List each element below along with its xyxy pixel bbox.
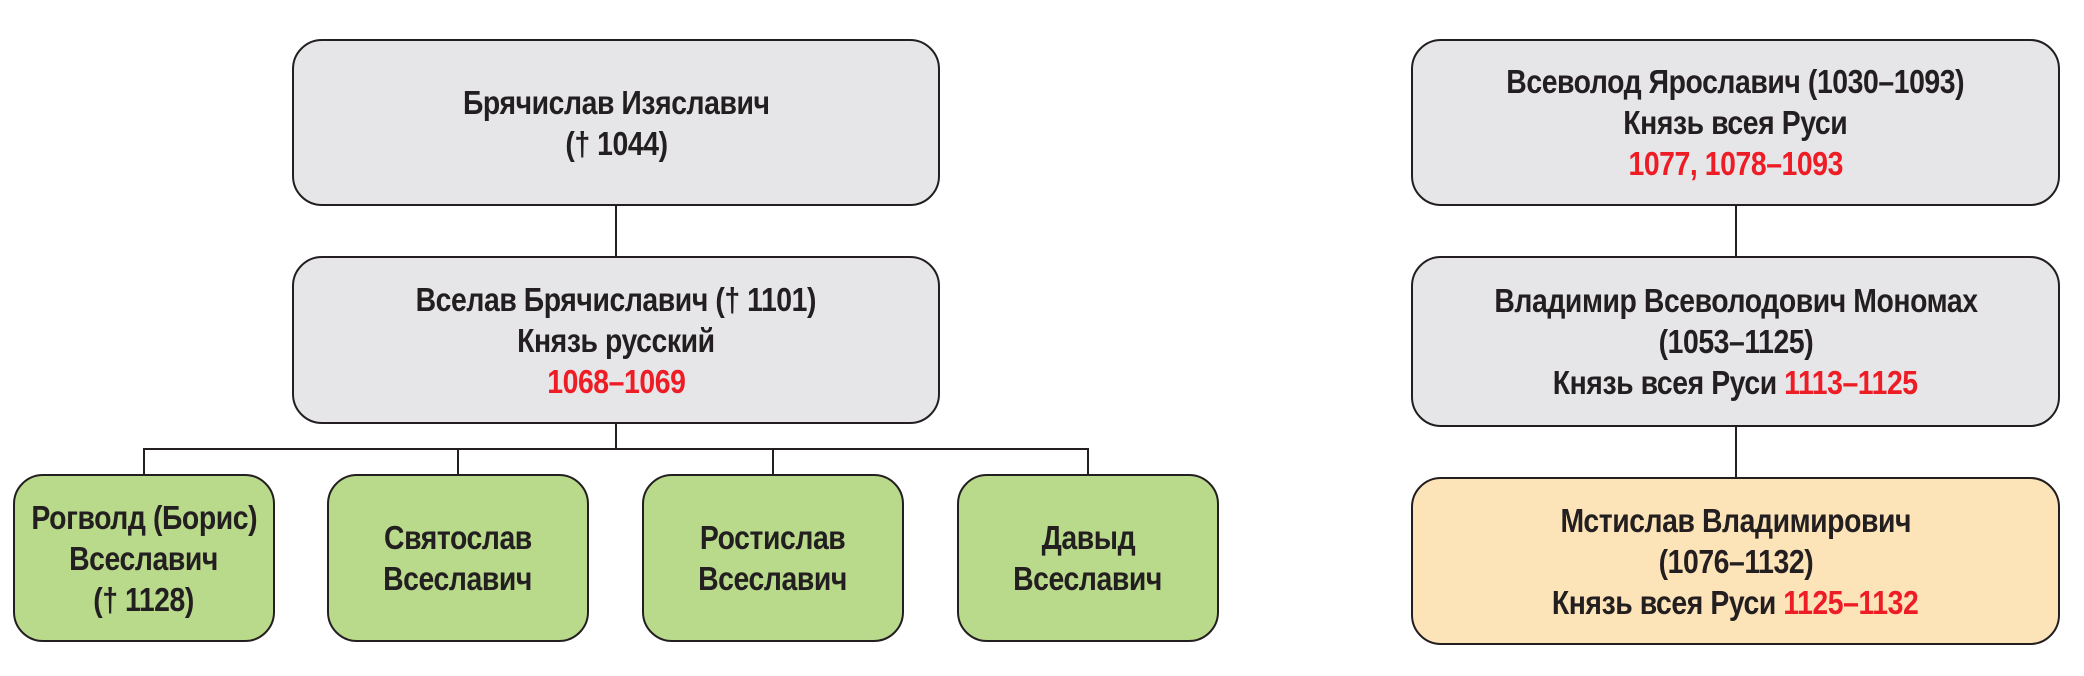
node-title: Князь русский bbox=[517, 321, 715, 359]
node-name: Всеволод Ярославич (1030–1093) bbox=[1506, 63, 1965, 100]
node-dates: (1053–1125) bbox=[1658, 323, 1813, 360]
connector bbox=[615, 206, 617, 256]
connector bbox=[143, 448, 145, 474]
node-vladimir-monomakh: Владимир Всеволодович Мономах (1053–1125… bbox=[1411, 256, 2060, 427]
node-rogvold: Рогволд (Борис) Всеславич († 1128) bbox=[13, 474, 275, 642]
connector bbox=[772, 448, 774, 474]
node-title: Князь всея Руси bbox=[1553, 364, 1778, 401]
connector bbox=[1087, 448, 1089, 474]
node-davyd: Давыд Всеславич bbox=[957, 474, 1219, 642]
node-name: Всеславич bbox=[1013, 560, 1163, 597]
node-svyatoslav: Святослав Всеславич bbox=[327, 474, 589, 642]
node-dates: (1076–1132) bbox=[1658, 542, 1813, 580]
node-name: Владимир Всеволодович Мономах bbox=[1493, 282, 1978, 319]
connector bbox=[1735, 427, 1737, 477]
node-reign: 1077, 1078–1093 bbox=[1628, 145, 1843, 182]
node-name: Ростислав bbox=[700, 519, 846, 556]
node-title: Князь всея Руси bbox=[1552, 583, 1777, 621]
node-dates: († 1044) bbox=[564, 124, 668, 162]
node-vseslav: Вселав Брячиславич († 1101) Князь русски… bbox=[292, 256, 940, 424]
connector bbox=[143, 448, 1089, 450]
node-name: Всеславич bbox=[69, 539, 219, 577]
node-vsevolod: Всеволод Ярославич (1030–1093) Князь все… bbox=[1411, 39, 2060, 206]
node-reign: 1125–1132 bbox=[1783, 583, 1919, 621]
node-reign: 1113–1125 bbox=[1784, 364, 1918, 401]
connector bbox=[457, 448, 459, 474]
node-name: Брячислав Изяславич bbox=[462, 83, 770, 121]
node-name: Всеславич bbox=[383, 560, 533, 597]
node-title: Князь всея Руси bbox=[1623, 104, 1848, 141]
node-rostislav: Ростислав Всеславич bbox=[642, 474, 904, 642]
node-reign: 1068–1069 bbox=[546, 362, 686, 400]
node-name: Святослав bbox=[384, 519, 532, 556]
node-title-line: Князь всея Руси 1125–1132 bbox=[1552, 582, 1919, 623]
connector bbox=[615, 424, 617, 449]
node-name: Рогволд (Борис) bbox=[31, 498, 257, 536]
connector bbox=[1735, 206, 1737, 256]
node-mstislav: Мстислав Владимирович (1076–1132) Князь … bbox=[1411, 477, 2060, 645]
node-name: Всеславич bbox=[698, 560, 848, 597]
node-title-line: Князь всея Руси 1113–1125 bbox=[1553, 362, 1918, 403]
node-name: Вселав Брячиславич († 1101) bbox=[415, 280, 817, 318]
node-dates: († 1128) bbox=[93, 580, 195, 618]
node-bryachislav: Брячислав Изяславич († 1044) bbox=[292, 39, 940, 206]
node-name: Мстислав Владимирович bbox=[1560, 501, 1911, 539]
node-name: Давыд bbox=[1041, 519, 1135, 556]
